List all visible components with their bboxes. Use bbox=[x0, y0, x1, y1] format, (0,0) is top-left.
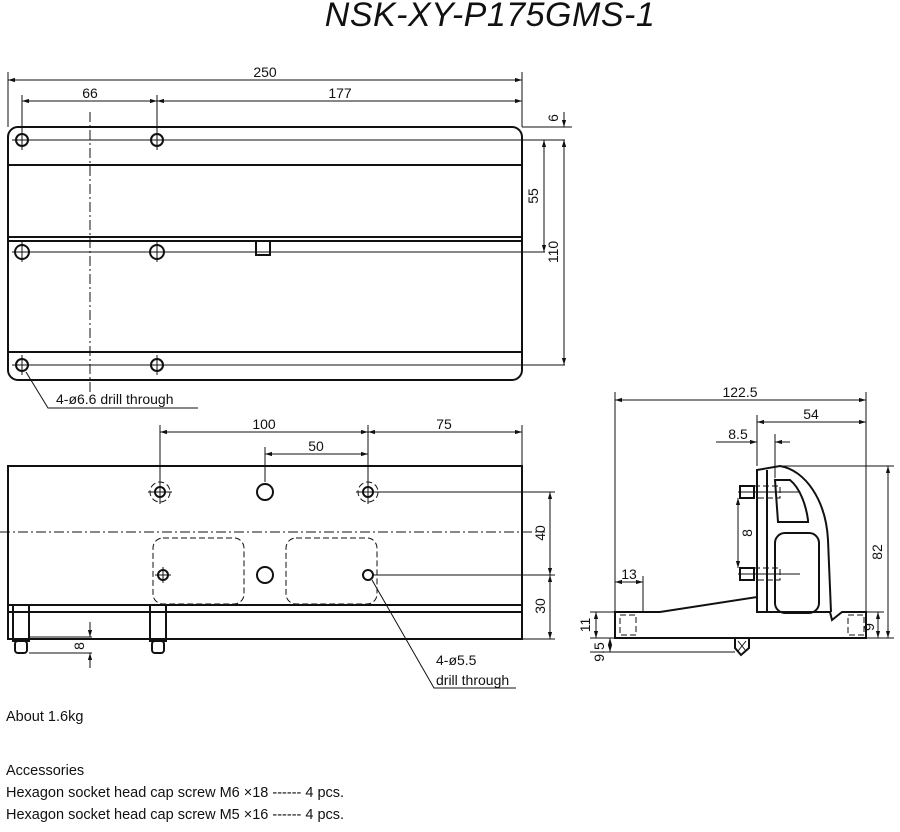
top-plate-outline bbox=[7, 126, 523, 381]
front-view: 100 75 50 40 30 8 4-ø5.5 drill through bbox=[0, 416, 555, 689]
drawing-title: NSK-XY-P175GMS-1 bbox=[324, 0, 656, 34]
hole-leader bbox=[25, 371, 198, 409]
dim-overall-width: 250 bbox=[253, 64, 277, 80]
screw-left bbox=[12, 604, 30, 654]
dim-edge-75: 75 bbox=[436, 416, 452, 432]
top-view: 250 66 177 6 55 110 4-ø6.6 drill through bbox=[7, 64, 572, 409]
hole-callout-top: 4-ø6.6 drill through bbox=[56, 391, 174, 407]
dim-side-screw: 8 bbox=[739, 529, 755, 537]
weight-note: About 1.6kg bbox=[6, 709, 84, 725]
dim-screw-offset: 8 bbox=[71, 642, 87, 650]
dim-side-overall: 122.5 bbox=[722, 384, 757, 400]
front-holes bbox=[148, 480, 380, 584]
dim-upper-40: 40 bbox=[532, 525, 548, 541]
dim-side-foot: 13 bbox=[621, 566, 637, 582]
dim-pitch-50: 50 bbox=[308, 438, 324, 454]
dim-pitch-100: 100 bbox=[252, 416, 276, 432]
dim-height: 110 bbox=[545, 241, 561, 264]
dim-side-base: 11 bbox=[577, 618, 593, 633]
side-view: 122.5 54 8.5 82 8 13 11 9.5 9 bbox=[577, 384, 894, 662]
dim-left-pitch: 66 bbox=[82, 85, 98, 101]
screw-right bbox=[149, 604, 167, 654]
hole-callout-front-1: 4-ø5.5 bbox=[436, 652, 477, 668]
notes: About 1.6kg Accessories Hexagon socket h… bbox=[6, 706, 344, 826]
dim-side-base2: 9.5 bbox=[591, 642, 607, 662]
hole-leader-front bbox=[371, 579, 516, 689]
dim-side-offset: 8.5 bbox=[728, 426, 748, 442]
hole-callout-front-2: drill through bbox=[436, 672, 509, 688]
dim-lower-30: 30 bbox=[532, 598, 548, 614]
dim-side-right-base: 9 bbox=[861, 623, 877, 631]
dim-edge-offset: 6 bbox=[545, 114, 561, 122]
side-base bbox=[614, 595, 867, 639]
dim-side-height: 82 bbox=[869, 544, 885, 560]
dim-mid-pitch: 55 bbox=[525, 188, 541, 204]
top-holes bbox=[12, 130, 167, 375]
center-slot bbox=[255, 241, 271, 256]
accessory-item: Hexagon socket head cap screw M5 ×16 ---… bbox=[6, 807, 345, 823]
accessory-item: Hexagon socket head cap screw M6 ×18 ---… bbox=[6, 785, 345, 801]
dim-right-pitch: 177 bbox=[328, 85, 352, 101]
accessories-heading: Accessories bbox=[6, 763, 85, 779]
dim-side-upper: 54 bbox=[803, 406, 819, 422]
